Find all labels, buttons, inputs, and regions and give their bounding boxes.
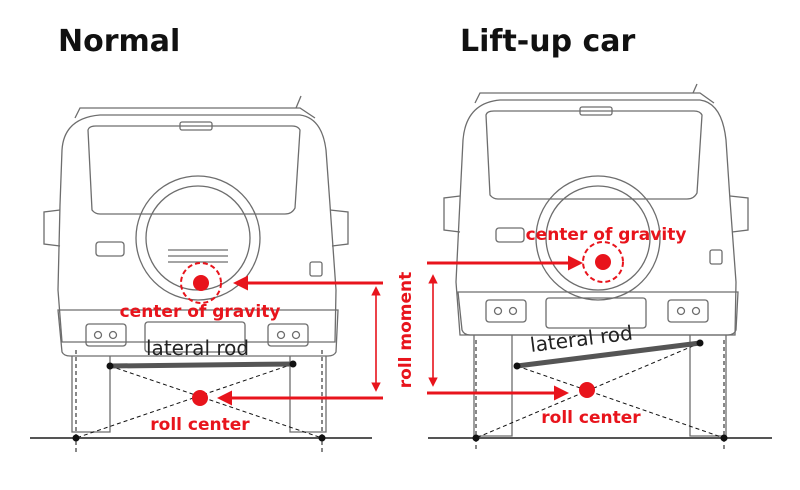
rod-joint-left-normal [106,362,114,370]
wheel-contact-right-lifted [720,434,728,442]
label-center-of-gravity-normal: center of gravity [120,302,281,322]
center-of-gravity-dot-lifted [595,254,611,270]
wheel-contact-left-normal [72,434,80,442]
roll-center-dot-lifted [579,382,595,398]
label-roll-moment: roll moment [396,272,416,389]
rod-joint-right-normal [289,360,297,368]
wheel-contact-left-lifted [472,434,480,442]
heading-lift-up-car: Lift-up car [460,24,636,59]
center-of-gravity-ring-lifted [582,241,624,283]
rod-joint-right-lifted [696,339,704,347]
label-center-of-gravity-lifted: center of gravity [526,225,687,245]
wheel-contact-right-normal [318,434,326,442]
lateral-rod-lifted [514,340,703,369]
label-roll-center-lifted: roll center [541,408,641,428]
center-of-gravity-ring-normal [180,262,222,304]
label-lateral-rod-normal: lateral rod [146,336,249,360]
roll-center-dot-normal [192,390,208,406]
rod-joint-left-lifted [513,362,521,370]
lateral-rod-normal [107,361,296,369]
label-roll-center-normal: roll center [150,415,250,435]
heading-normal: Normal [58,24,181,59]
center-of-gravity-dot-normal [193,275,209,291]
lifted-vehicle-rear-outline [443,83,749,437]
normal-vehicle-rear-outline [43,95,349,433]
